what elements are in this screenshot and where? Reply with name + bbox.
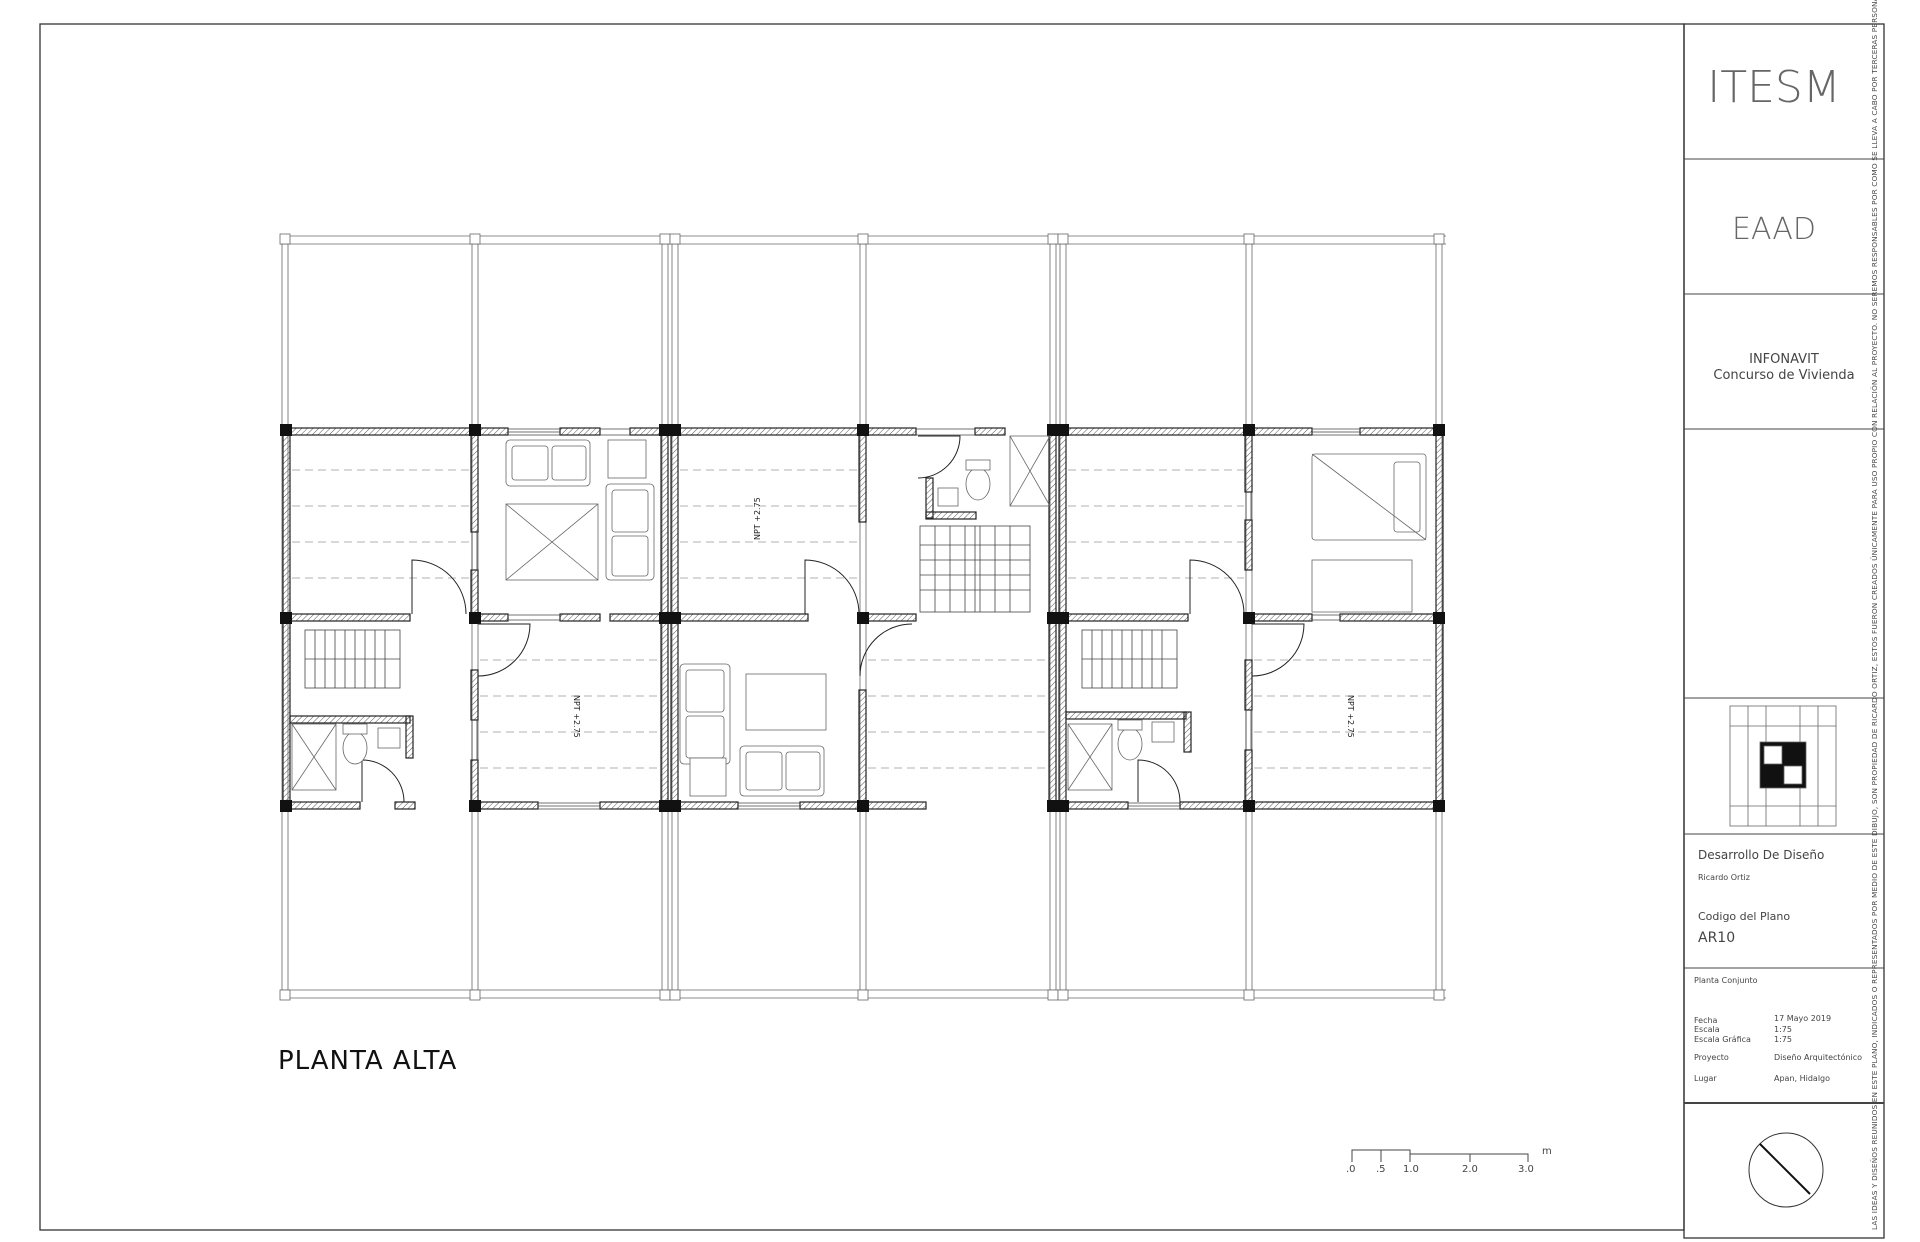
code-label: Codigo del Plano: [1698, 910, 1791, 923]
field-label-date: Fecha: [1694, 1016, 1718, 1025]
level-tag-text: NPT +2.75: [753, 497, 762, 540]
scale-tick-label: .5: [1376, 1164, 1386, 1175]
columns: [280, 424, 1445, 812]
plan-title: PLANTA ALTA: [278, 1046, 458, 1076]
key-plan: [1729, 705, 1837, 827]
field-value-date: 17 Mayo 2019: [1774, 1014, 1832, 1023]
field-value-place: Apan, Hidalgo: [1774, 1074, 1831, 1083]
level-tag-text: NPT +2.75: [572, 695, 581, 738]
level-tag-2: NPT +2.75: [572, 695, 581, 738]
scale-unit-label: m: [1542, 1146, 1552, 1157]
field-label-place: Lugar: [1694, 1074, 1717, 1083]
slab-dash-lines: [292, 469, 1434, 769]
legal-disclaimer: LAS IDEAS Y DISEÑOS REUNIDOS EN ESTE PLA…: [1870, 0, 1879, 1230]
field-value-scale: 1:75: [1774, 1025, 1792, 1034]
furniture: [291, 435, 1427, 797]
windows: [471, 428, 1360, 810]
department-name: EAAD: [1732, 212, 1816, 247]
field-label-project: Proyecto: [1694, 1053, 1729, 1062]
stairs: [304, 525, 1178, 689]
scale-bar: [1351, 1149, 1529, 1162]
field-label-graphic-scale: Escala Gráfica: [1694, 1035, 1751, 1044]
school-name: ITESM: [1707, 62, 1841, 113]
door-swings: [361, 435, 1305, 803]
author-name: Ricardo Ortiz: [1698, 873, 1750, 882]
scale-tick-label: 3.0: [1518, 1164, 1534, 1175]
scale-tick-label: 1.0: [1403, 1164, 1419, 1175]
field-label-scale: Escala: [1694, 1025, 1720, 1034]
structural-grid: [279, 233, 1446, 1001]
field-value-project: Diseño Arquitectónico: [1774, 1053, 1863, 1062]
scale-tick-label: 2.0: [1462, 1164, 1478, 1175]
scale-tick-label: .0: [1346, 1164, 1356, 1175]
level-tag-1: NPT +2.75: [753, 497, 762, 540]
client-line-2: Concurso de Vivienda: [1713, 368, 1855, 383]
title-block-dividers: [1684, 158, 1884, 1104]
field-value-graphic-scale: 1:75: [1774, 1035, 1792, 1044]
north-arrow: [1748, 1132, 1824, 1208]
code-value: AR10: [1698, 930, 1736, 946]
section-label: Desarrollo De Diseño: [1698, 848, 1825, 862]
client-line-1: INFONAVIT: [1749, 352, 1819, 367]
floor-plan: NPT +2.75 NPT +2.75 NPT +2.75: [279, 233, 1446, 1001]
sheet-name: Planta Conjunto: [1694, 976, 1758, 985]
level-tag-3: NPT +2.75: [1346, 695, 1355, 738]
level-tag-text: NPT +2.75: [1346, 695, 1355, 738]
